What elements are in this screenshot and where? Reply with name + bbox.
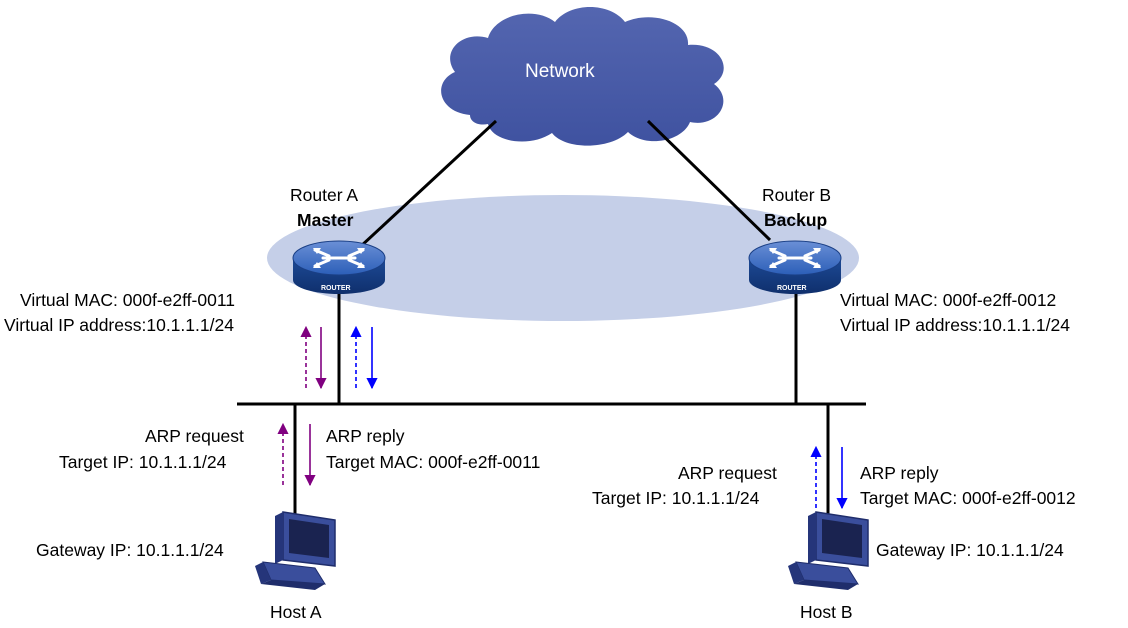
router-b-role: Backup bbox=[764, 210, 828, 230]
router-b-icon bbox=[748, 240, 842, 294]
host-b-arp-request-label: ARP request bbox=[678, 463, 777, 483]
host-a-target-mac-label: Target MAC: 000f-e2ff-0011 bbox=[326, 452, 541, 472]
host-b-target-ip-label: Target IP: 10.1.1.1/24 bbox=[592, 488, 760, 508]
host-b-target-mac-label: Target MAC: 000f-e2ff-0012 bbox=[860, 488, 1076, 508]
network-label: Network bbox=[525, 61, 595, 82]
router-a-icon bbox=[292, 240, 386, 294]
router-a-virtual-ip: Virtual IP address:10.1.1.1/24 bbox=[4, 315, 234, 335]
router-b-badge: ROUTER bbox=[777, 285, 807, 292]
link-cloud-router-a bbox=[358, 119, 498, 249]
router-b-name: Router B bbox=[762, 185, 832, 205]
router-a-badge: ROUTER bbox=[321, 285, 351, 292]
router-a-role: Master bbox=[297, 210, 354, 230]
router-b-virtual-ip: Virtual IP address:10.1.1.1/24 bbox=[840, 315, 1070, 335]
host-a-name: Host A bbox=[270, 602, 322, 622]
host-b-arp-reply-label: ARP reply bbox=[860, 463, 939, 483]
host-a-arp-request-label: ARP request bbox=[145, 426, 244, 446]
host-a-arp-reply-label: ARP reply bbox=[326, 426, 405, 446]
host-b-gateway-label: Gateway IP: 10.1.1.1/24 bbox=[876, 540, 1064, 560]
host-b-name: Host B bbox=[800, 602, 853, 622]
host-b-computer-icon bbox=[788, 511, 869, 590]
network-cloud bbox=[441, 7, 724, 146]
link-cloud-router-b bbox=[646, 119, 772, 242]
host-a-target-ip-label: Target IP: 10.1.1.1/24 bbox=[59, 452, 227, 472]
host-a-computer-icon bbox=[255, 511, 336, 590]
router-a-name: Router A bbox=[290, 185, 359, 205]
host-a-gateway-label: Gateway IP: 10.1.1.1/24 bbox=[36, 540, 224, 560]
router-b-virtual-mac: Virtual MAC: 000f-e2ff-0012 bbox=[840, 290, 1057, 310]
router-a-virtual-mac: Virtual MAC: 000f-e2ff-0011 bbox=[20, 290, 235, 310]
vrrp-group-ellipse bbox=[267, 195, 859, 321]
